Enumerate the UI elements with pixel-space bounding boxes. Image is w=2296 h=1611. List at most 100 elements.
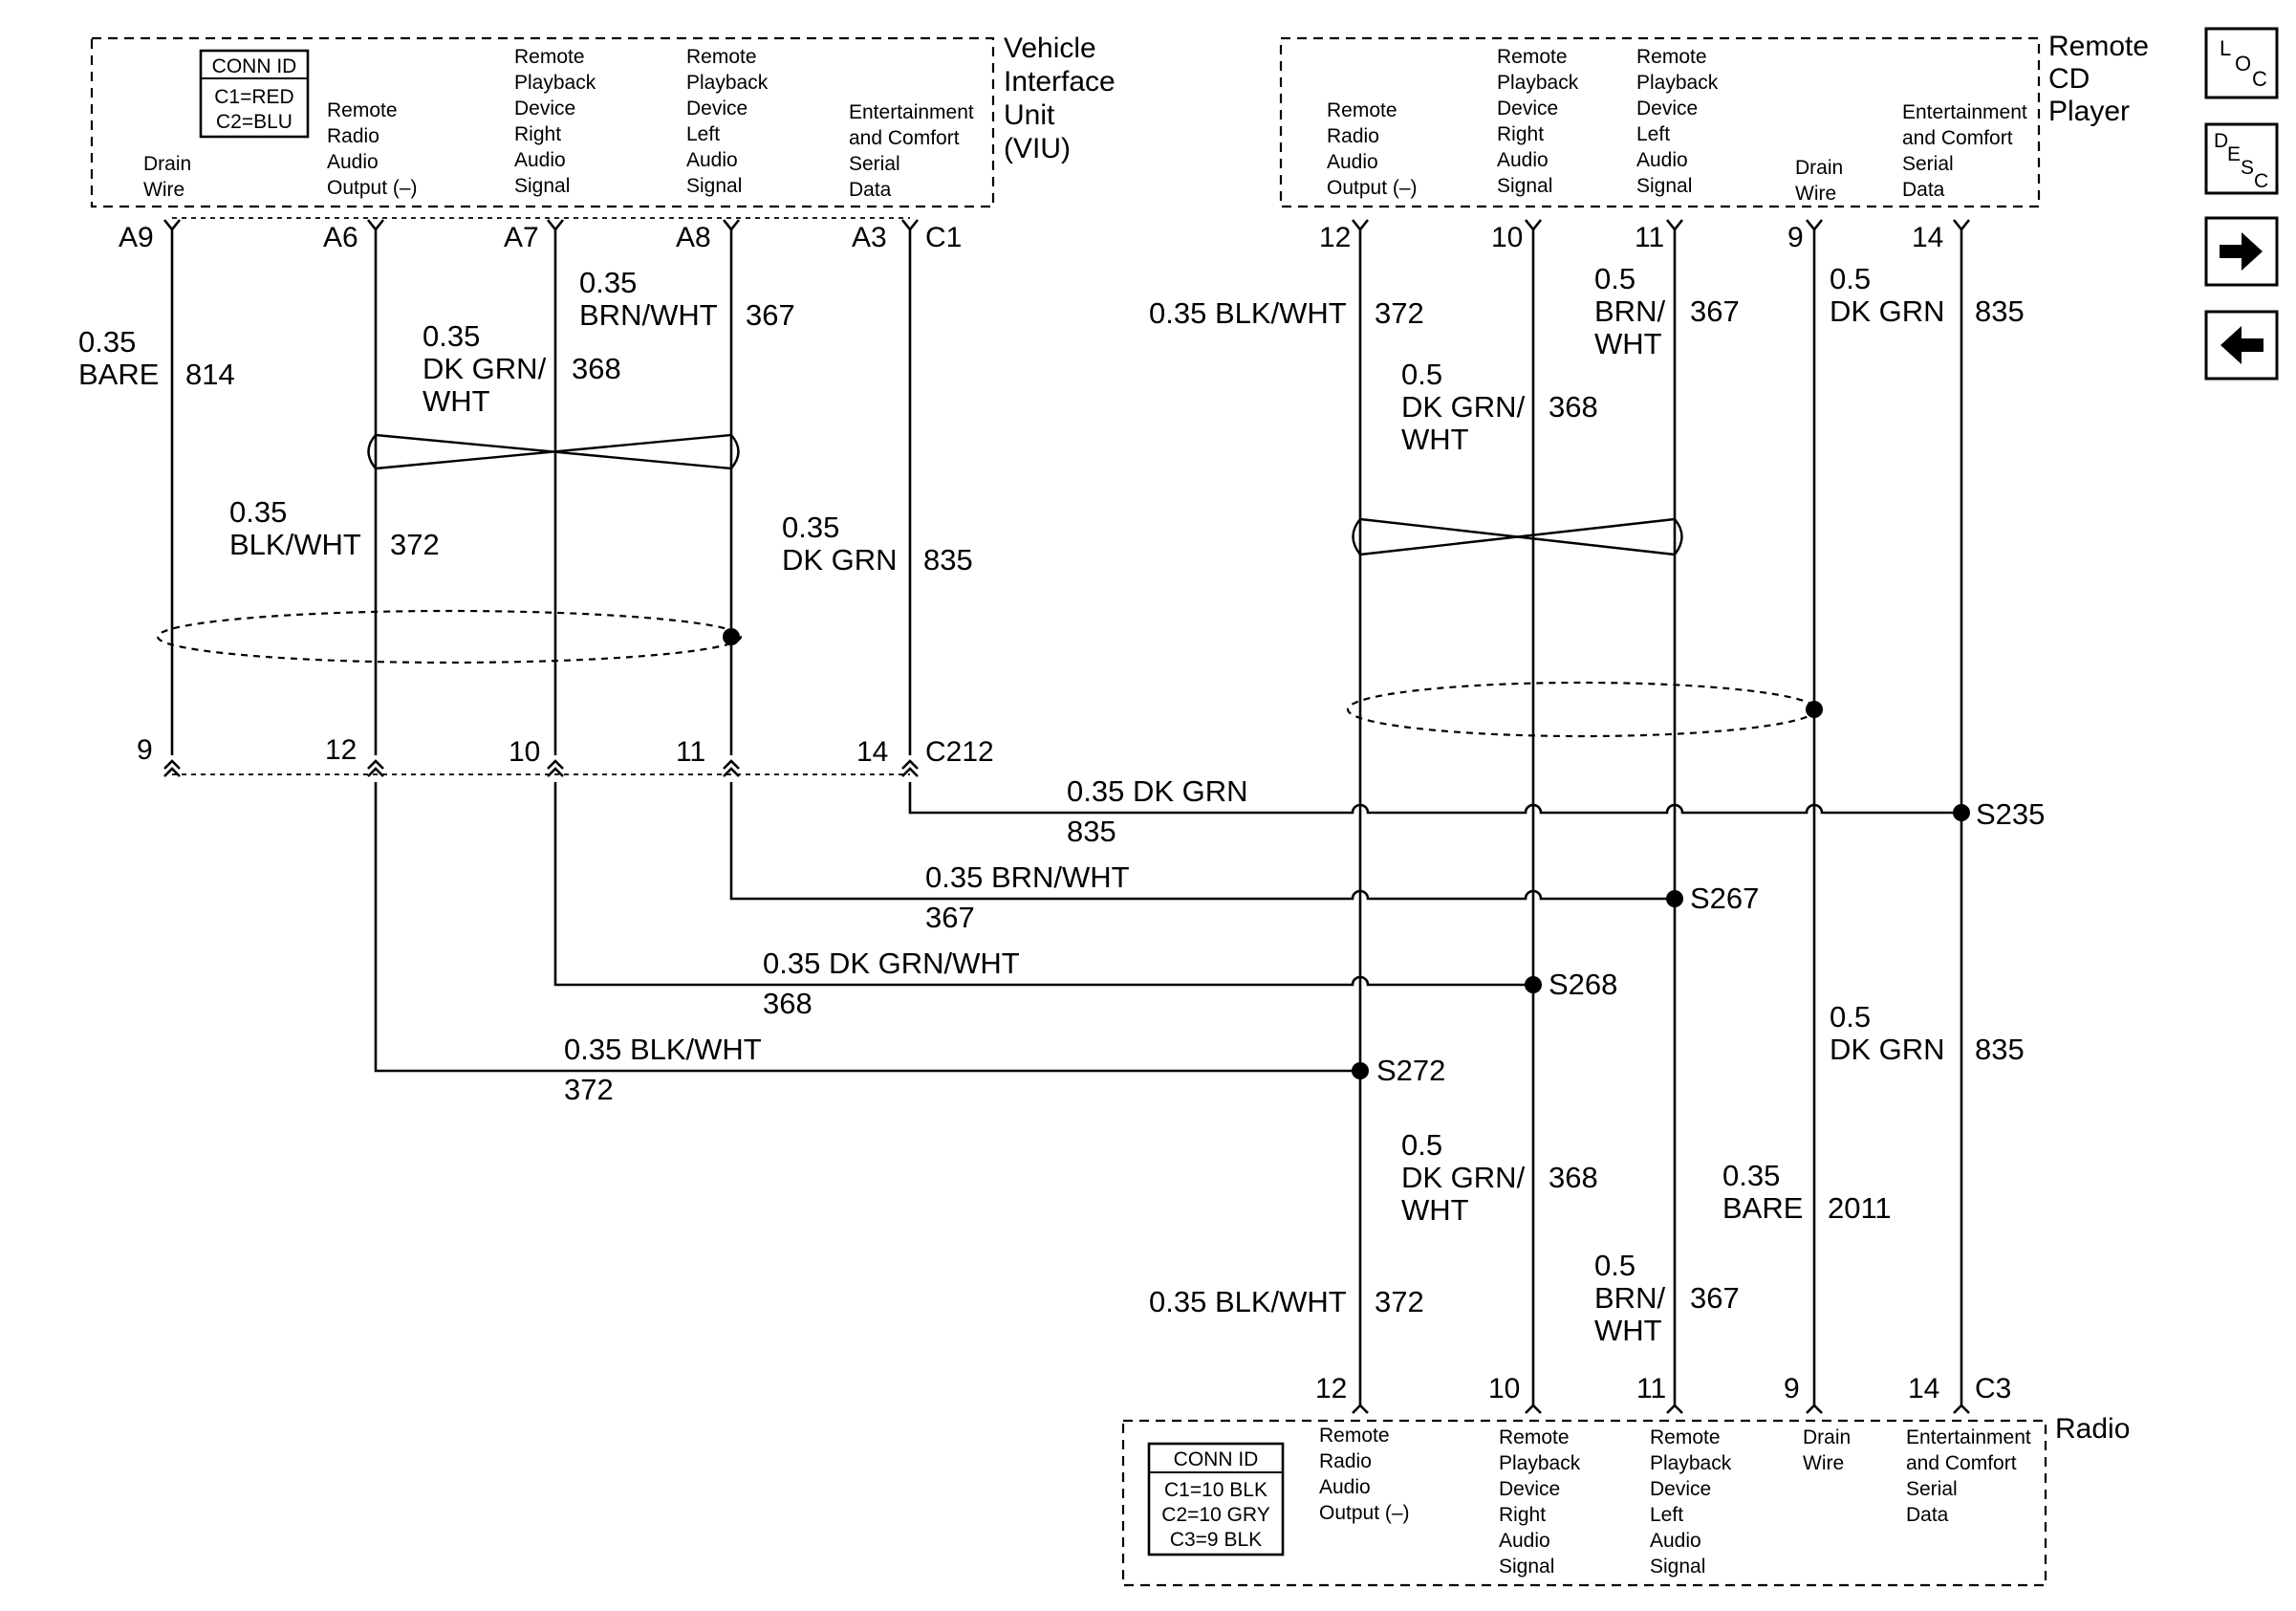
loc-button[interactable]: L O C: [2204, 27, 2279, 99]
viu-connector-id: C1: [925, 222, 962, 253]
viu-name-4: (VIU): [1004, 133, 1071, 164]
wire-label: 0.35 DK GRN/WHT: [763, 947, 1020, 980]
cd-pin-desc: Device: [1636, 98, 1698, 120]
cd-pin-id: 12: [1319, 222, 1351, 253]
wire-label: DK GRN: [782, 543, 898, 577]
wire-label: 0.35: [78, 325, 136, 359]
radio-connector-id: C3: [1975, 1373, 2011, 1404]
wire-label: 0.35 BLK/WHT: [564, 1033, 762, 1066]
c212-pin-id: 11: [676, 736, 705, 768]
circuit-number: 814: [185, 358, 235, 391]
cd-pin-desc: and Comfort: [1902, 127, 2013, 149]
radio-pin-desc: Remote: [1499, 1426, 1570, 1448]
viu-pin-id: A7: [504, 222, 539, 253]
cd-pin-id: 14: [1912, 222, 1943, 253]
wire-label: BRN/: [1594, 294, 1665, 328]
radio-pin-desc: Audio: [1499, 1530, 1550, 1552]
viu-pin-id: A3: [852, 222, 887, 253]
circuit-number: 835: [1975, 294, 2025, 328]
viu-pin-desc: Entertainment: [849, 101, 974, 123]
wire-label: 0.35 BLK/WHT: [1149, 296, 1347, 330]
circuit-number: 372: [564, 1073, 614, 1106]
wire-label: 0.5: [1594, 262, 1635, 295]
cd-shield: [1346, 681, 1823, 738]
cd-pin-desc: Drain: [1795, 157, 1843, 179]
radio-pin-desc: Remote: [1319, 1425, 1390, 1447]
cd-name-1: Remote: [2048, 31, 2149, 62]
viu-pin-desc: Radio: [327, 125, 379, 147]
wire-label: DK GRN: [1830, 1033, 1945, 1066]
cd-pin-desc: Right: [1497, 123, 1544, 145]
viu-pin-id: A8: [676, 222, 711, 253]
cd-pin-id: 9: [1787, 222, 1804, 253]
wire-label: WHT: [1401, 423, 1469, 456]
cd-pin-desc: Entertainment: [1902, 101, 2027, 123]
wire-label: 0.35 BRN/WHT: [925, 860, 1130, 894]
wire-label: 0.35: [782, 511, 839, 544]
viu-conn-line: C1=RED: [214, 86, 293, 108]
desc-button[interactable]: D E S C: [2204, 122, 2279, 195]
viu-twisted-pair: [367, 433, 740, 470]
viu-pin-desc: Remote: [327, 99, 398, 121]
circuit-number: 367: [746, 298, 795, 332]
cd-twisted-pair: [1352, 517, 1683, 556]
circuit-number: 367: [925, 901, 975, 934]
radio-pin-desc: Signal: [1499, 1556, 1554, 1578]
loc-letter: C: [2252, 67, 2267, 91]
radio-pin-desc: Left: [1650, 1504, 1683, 1526]
cd-pin-desc: Radio: [1327, 125, 1379, 147]
viu-name-3: Unit: [1004, 99, 1055, 131]
viu-pin-id: A9: [119, 222, 154, 253]
next-button[interactable]: [2204, 216, 2279, 287]
circuit-number: 368: [572, 352, 621, 385]
desc-letter: D: [2214, 130, 2228, 152]
cd-pin-id: 11: [1635, 222, 1664, 253]
viu-pin-desc: Drain: [143, 153, 191, 175]
circuit-number: 367: [1690, 294, 1740, 328]
viu-pin-desc: Playback: [514, 72, 596, 94]
viu-pin-desc: Audio: [686, 149, 738, 171]
radio-pin-desc: Data: [1906, 1504, 1949, 1526]
viu-conn-title: CONN ID: [212, 55, 297, 77]
viu-pin-desc: Remote: [514, 46, 585, 68]
viu-pin-id: A6: [323, 222, 358, 253]
viu-component: Vehicle Interface Unit (VIU) CONN ID C1=…: [90, 33, 1116, 253]
wire-label: BLK/WHT: [229, 528, 361, 561]
circuit-number: 835: [923, 543, 973, 577]
wire-label: 0.35: [579, 266, 637, 299]
wire-label: 0.5: [1401, 358, 1442, 391]
viu-pin-desc: Audio: [514, 149, 566, 171]
horizontal-wires: [374, 782, 1961, 1073]
wire-label: BARE: [1722, 1191, 1803, 1225]
prev-button[interactable]: [2204, 310, 2279, 381]
radio-pin-desc: Drain: [1803, 1426, 1851, 1448]
cd-pin-desc: Audio: [1636, 149, 1688, 171]
wire-label: WHT: [1594, 327, 1662, 360]
loc-letter: O: [2235, 52, 2251, 76]
wire-label: 0.35 BLK/WHT: [1149, 1285, 1347, 1318]
cd-pin-desc: Remote: [1327, 99, 1397, 121]
cd-pin-desc: Left: [1636, 123, 1670, 145]
cd-name-2: CD: [2048, 63, 2090, 95]
splice-dot: [1666, 890, 1683, 907]
radio-pin-id: 10: [1488, 1373, 1520, 1404]
viu-name-1: Vehicle: [1004, 33, 1096, 64]
circuit-number: 372: [1375, 296, 1424, 330]
arrow-left-icon: [2220, 326, 2264, 364]
desc-letter: C: [2254, 170, 2268, 192]
wire-label: 0.35 DK GRN: [1067, 774, 1248, 808]
viu-pin-desc: Signal: [686, 175, 742, 197]
desc-letter: E: [2227, 143, 2241, 165]
radio-pin-id: 14: [1908, 1373, 1939, 1404]
circuit-number: 367: [1690, 1281, 1740, 1315]
viu-shield: [156, 609, 743, 664]
wire-label: 0.5: [1401, 1128, 1442, 1162]
circuit-number: 372: [1375, 1285, 1424, 1318]
circuit-number: 368: [1549, 390, 1598, 424]
circuit-number: 368: [763, 987, 812, 1020]
viu-conn-id-box: CONN ID C1=RED C2=BLU: [199, 49, 310, 139]
radio-pin-desc: Audio: [1650, 1530, 1701, 1552]
cd-pin-desc: Wire: [1795, 183, 1836, 205]
c212-pin-id: 9: [137, 734, 153, 766]
